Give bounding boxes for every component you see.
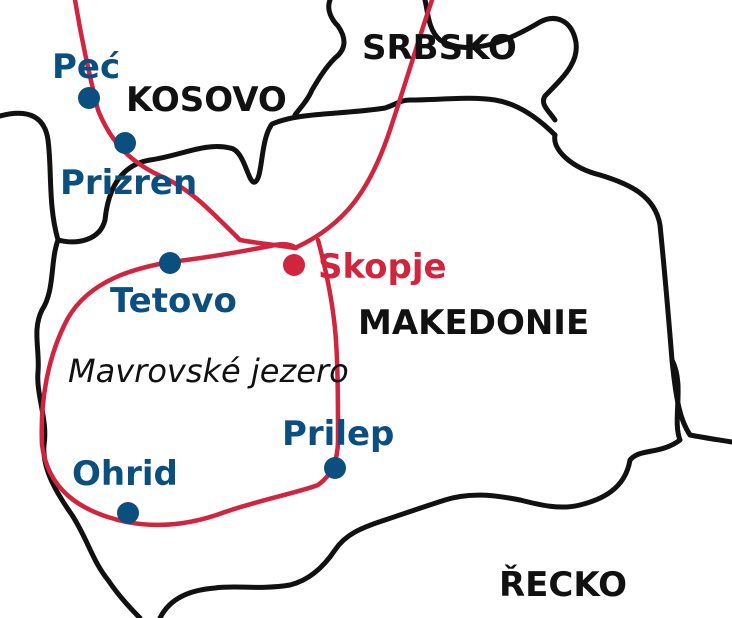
country-label-macedonia: MAKEDONIE <box>358 303 589 343</box>
prilep-dot[interactable] <box>324 457 346 479</box>
ohrid-dot[interactable] <box>117 502 139 524</box>
skopje-dot[interactable] <box>283 254 305 276</box>
macedonia-border-east <box>552 132 732 445</box>
pec-dot[interactable] <box>78 87 100 109</box>
serbia-kosovo-border <box>292 0 347 118</box>
route-tetovo-skopje <box>167 241 299 265</box>
serbia-border-east <box>422 0 579 123</box>
city-label-pec: Peć <box>52 47 120 87</box>
city-label-ohrid: Ohrid <box>72 454 178 494</box>
city-label-prizren: Prizren <box>60 163 197 203</box>
prizren-dot[interactable] <box>114 132 136 154</box>
kosovo-macedonia-border <box>0 95 558 245</box>
route-skopje-serbia <box>292 0 435 251</box>
country-label-serbia: SRBSKO <box>362 28 517 68</box>
macedonia-bulgaria-southeast <box>517 357 683 510</box>
lake-label-mavrovo: Mavrovské jezero <box>68 352 349 390</box>
tetovo-dot[interactable] <box>159 252 181 274</box>
country-label-kosovo: KOSOVO <box>126 80 287 120</box>
route-ohrid-prilep <box>222 237 341 515</box>
city-label-skopje: Skopje <box>318 247 447 287</box>
route-north-line <box>72 0 298 251</box>
city-label-prilep: Prilep <box>282 414 394 454</box>
city-label-tetovo: Tetovo <box>110 281 237 321</box>
route-tetovo-ohrid <box>39 259 228 528</box>
macedonia-greece-border <box>157 492 523 618</box>
country-label-greece: ŘECKO <box>499 564 627 605</box>
